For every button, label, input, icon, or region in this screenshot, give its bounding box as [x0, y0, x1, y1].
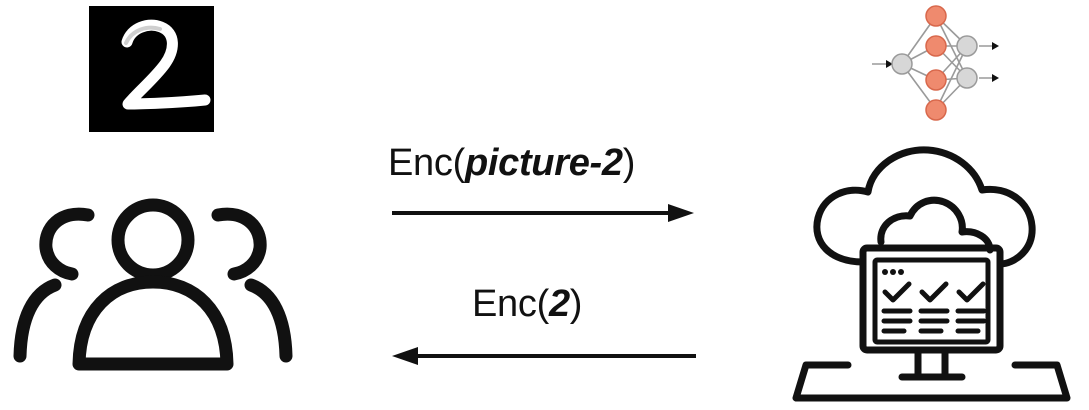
- request-arrow: [392, 204, 694, 222]
- request-label-suffix: ): [622, 142, 636, 184]
- screen-content: [881, 269, 987, 334]
- response-label-suffix: ): [569, 283, 583, 325]
- request-label-arg: picture-2: [464, 142, 623, 184]
- request-label-prefix: Enc(: [388, 142, 465, 184]
- response-label-prefix: Enc(: [472, 283, 549, 325]
- response-arrow: [392, 347, 696, 365]
- users-icon: [13, 198, 293, 371]
- cloud-computer-icon: [792, 146, 1071, 402]
- neural-network-icon: [872, 5, 999, 121]
- check-icon: [919, 281, 949, 303]
- request-label: Enc(picture-2): [388, 142, 635, 185]
- response-label: Enc(2): [472, 283, 582, 326]
- check-icon: [956, 281, 986, 303]
- mnist-digit-image: [89, 6, 214, 132]
- response-label-arg: 2: [548, 283, 570, 325]
- check-icon: [882, 281, 912, 303]
